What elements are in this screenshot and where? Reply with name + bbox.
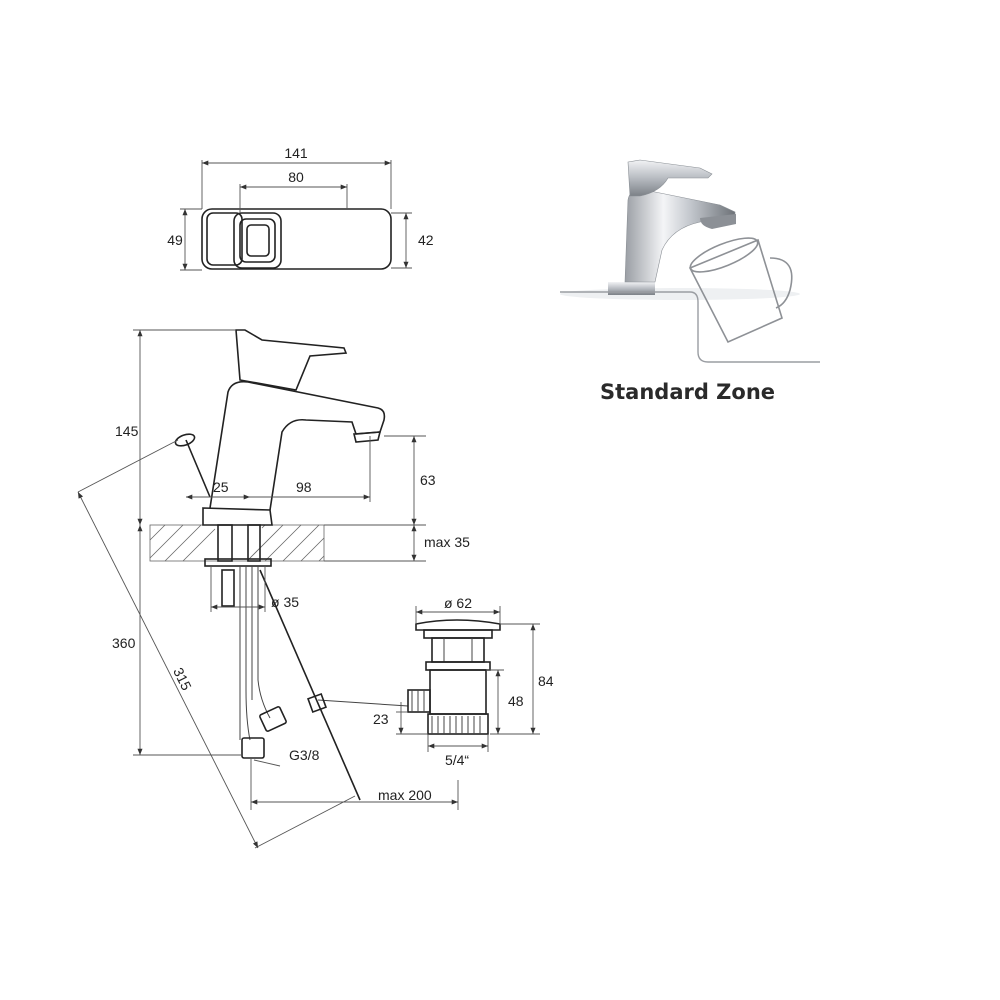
dim-width-total: 141 [284,145,308,161]
dim-rod-reach: max 200 [378,787,432,803]
waste-side-outlet [407,689,431,713]
top-view-base [206,212,243,266]
dim-depth-right: 42 [418,232,434,248]
faucet-body [209,380,386,511]
popup-knob [174,433,196,447]
product-photo [560,159,820,363]
photo-spout-tip [700,214,736,229]
dim-waste-height-total: 84 [538,673,554,689]
top-view-outline [201,208,392,270]
dim-hose-length: 360 [112,635,136,651]
dim-rod-length: 315 [170,665,195,693]
basin-outline [560,291,820,363]
rod-clamp [307,693,327,713]
dim-line-315 [77,491,259,849]
dim-height-total: 145 [115,423,139,439]
top-view: 141 80 49 42 [167,145,434,271]
dim-hole-diameter: ø 35 [271,594,299,610]
waste-thread [427,713,489,735]
dim-waste-thread: 5/4“ [445,752,469,768]
hose-nut-right [259,706,287,732]
waste-valve: ø 62 84 48 23 5/4“ [373,595,554,768]
zone-label: Standard Zone [600,380,776,404]
cup-icon [688,237,793,344]
dim-waste-height-body: 48 [508,693,524,709]
photo-lever [627,159,713,197]
top-view-lever-mid [239,218,276,263]
waste-flange [431,637,485,663]
top-view-lever-inner [246,224,270,257]
dim-deck-thickness: max 35 [424,534,470,550]
dim-depth-left: 49 [167,232,183,248]
popup-horizontal-rod [317,699,409,707]
dim-outlet-height: 23 [373,711,389,727]
faucet-lever [235,329,348,391]
photo-base [608,282,655,295]
dim-spout-height: 63 [420,472,436,488]
mounting-stud [221,569,235,607]
dim-waste-diameter: ø 62 [444,595,472,611]
dim-width-handle: 80 [288,169,304,185]
countertop [149,524,325,562]
hose-nut-left [241,737,265,759]
faucet-base [202,507,273,526]
popup-rod-top [185,439,211,498]
photo-shadow [560,288,800,300]
dim-offset-25: 25 [213,479,229,495]
dim-thread: G3/8 [289,747,320,763]
side-view: 145 63 max 35 25 98 ø 35 360 315 G3/8 [77,329,470,849]
hose-left [245,566,251,741]
top-view-lever-outer [233,212,282,269]
waste-body [429,669,487,715]
hose-right [257,566,271,719]
waste-cap [415,619,501,631]
dim-spout-reach: 98 [296,479,312,495]
faucet-aerator [352,431,382,443]
mounting-nut [204,558,272,567]
popup-linkage-rod [259,569,361,801]
